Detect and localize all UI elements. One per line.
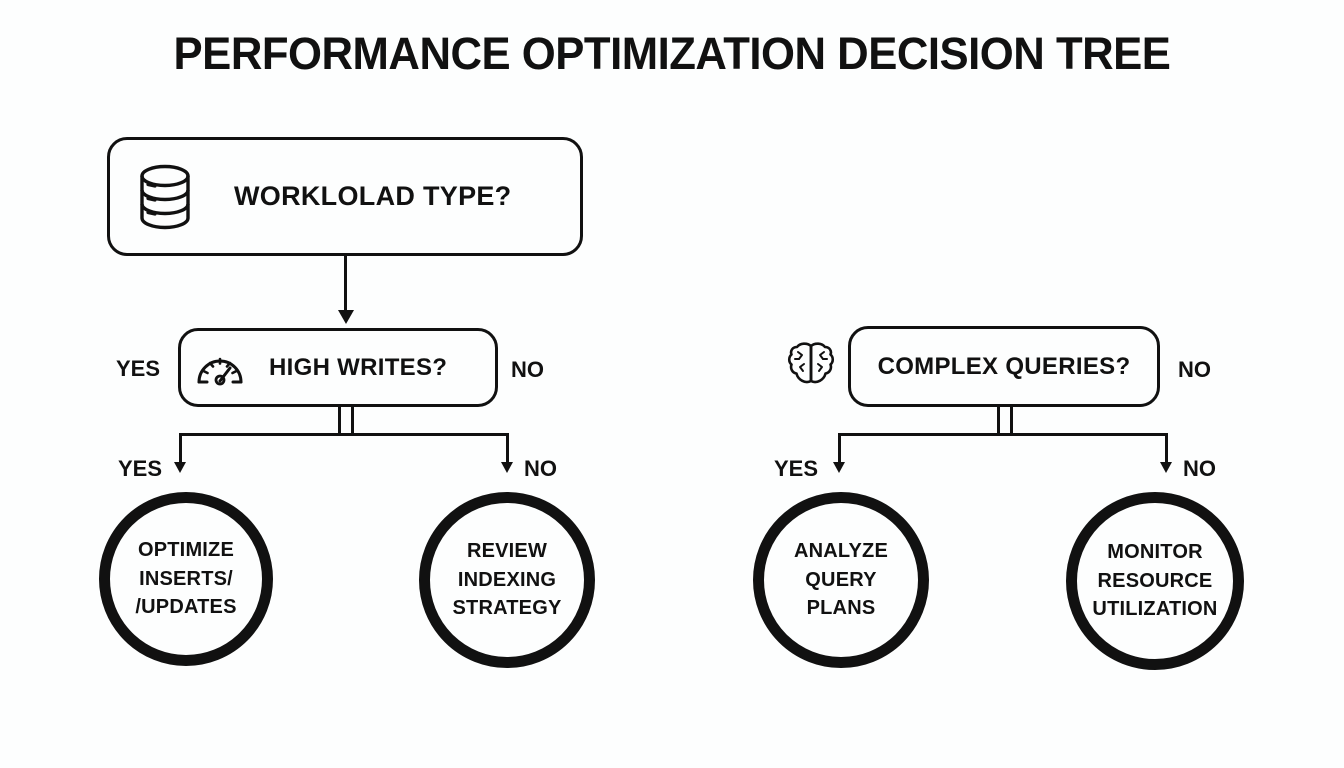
leaf-line: INSERTS/ <box>139 567 233 590</box>
label-writes-right-no: NO <box>511 357 544 382</box>
database-icon <box>136 164 194 230</box>
node-high-writes[interactable]: HIGH WRITES? <box>178 328 498 407</box>
leaf-line: REVIEW <box>466 540 548 563</box>
label-branch-writes-yes: YES <box>118 456 163 481</box>
connector-queries-no-arrowhead <box>1160 462 1172 473</box>
leaf-line: UTILIZATION <box>1092 598 1218 621</box>
leaf-line: MONITOR <box>1107 541 1203 564</box>
connector-queries-yes-drop <box>838 433 841 465</box>
leaf-line: INDEXING <box>457 568 557 591</box>
connector-queries-crossbar <box>838 433 1168 436</box>
brain-icon <box>786 340 836 388</box>
label-branch-queries-no: NO <box>1183 456 1216 481</box>
connector-writes-stem-right <box>351 407 354 435</box>
label-queries-right-no: NO <box>1178 357 1211 382</box>
gauge-icon <box>195 348 245 388</box>
page-title: PERFORMANCE OPTIMIZATION DECISION TREE <box>173 28 1171 79</box>
connector-writes-yes-drop <box>179 433 182 465</box>
connector-queries-stem-right <box>1010 407 1013 435</box>
leaf-optimize-inserts-updates[interactable]: OPTIMIZE INSERTS/ /UPDATES <box>99 492 273 666</box>
node-workload-type-label: WORKLOLAD TYPE? <box>234 181 512 211</box>
leaf-analyze-query-plans[interactable]: ANALYZE QUERY PLANS <box>753 492 929 668</box>
leaf-line: RESOURCE <box>1097 569 1213 592</box>
leaf-line: STRATEGY <box>452 597 562 620</box>
node-complex-queries[interactable]: COMPLEX QUERIES? <box>848 326 1160 407</box>
leaf-monitor-resource-utilization[interactable]: MONITOR RESOURCE UTILIZATION <box>1066 492 1244 670</box>
leaf-line: QUERY <box>805 568 877 591</box>
connector-writes-no-drop <box>506 433 509 465</box>
connector-writes-stem-left <box>338 407 341 435</box>
label-branch-queries-yes: YES <box>774 456 819 481</box>
leaf-line: PLANS <box>806 597 876 620</box>
label-writes-left-yes: YES <box>116 356 161 381</box>
connector-queries-stem-left <box>997 407 1000 435</box>
leaf-line: /UPDATES <box>135 596 237 619</box>
connector-root-to-writes-arrowhead <box>338 310 354 324</box>
connector-writes-yes-arrowhead <box>174 462 186 473</box>
connector-queries-yes-arrowhead <box>833 462 845 473</box>
node-complex-queries-label: COMPLEX QUERIES? <box>877 352 1131 380</box>
leaf-review-indexing-strategy[interactable]: REVIEW INDEXING STRATEGY <box>419 492 595 668</box>
leaf-line: OPTIMIZE <box>137 539 235 562</box>
connector-writes-no-arrowhead <box>501 462 513 473</box>
node-workload-type[interactable]: WORKLOLAD TYPE? <box>107 137 583 256</box>
connector-root-to-writes <box>344 256 347 314</box>
leaf-line: ANALYZE <box>793 540 888 563</box>
label-branch-writes-no: NO <box>524 456 557 481</box>
connector-writes-crossbar <box>179 433 509 436</box>
connector-queries-no-drop <box>1165 433 1168 465</box>
node-high-writes-label: HIGH WRITES? <box>269 353 448 381</box>
